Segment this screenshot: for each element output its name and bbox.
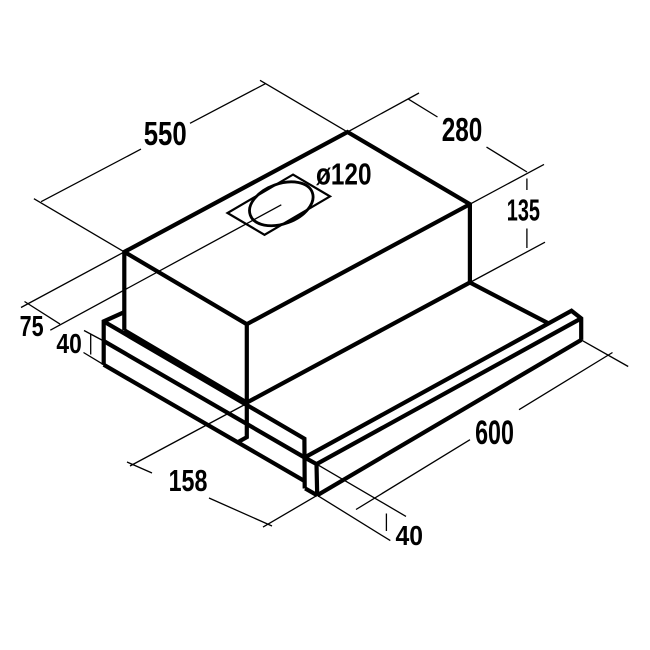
svg-text:280: 280 — [442, 111, 483, 148]
svg-text:135: 135 — [507, 193, 540, 228]
svg-text:75: 75 — [20, 311, 44, 343]
svg-text:550: 550 — [144, 115, 187, 152]
svg-text:600: 600 — [475, 414, 514, 452]
svg-text:40: 40 — [396, 520, 424, 551]
svg-text:ø120: ø120 — [316, 157, 372, 192]
svg-text:40: 40 — [56, 328, 81, 359]
svg-text:158: 158 — [169, 463, 208, 498]
